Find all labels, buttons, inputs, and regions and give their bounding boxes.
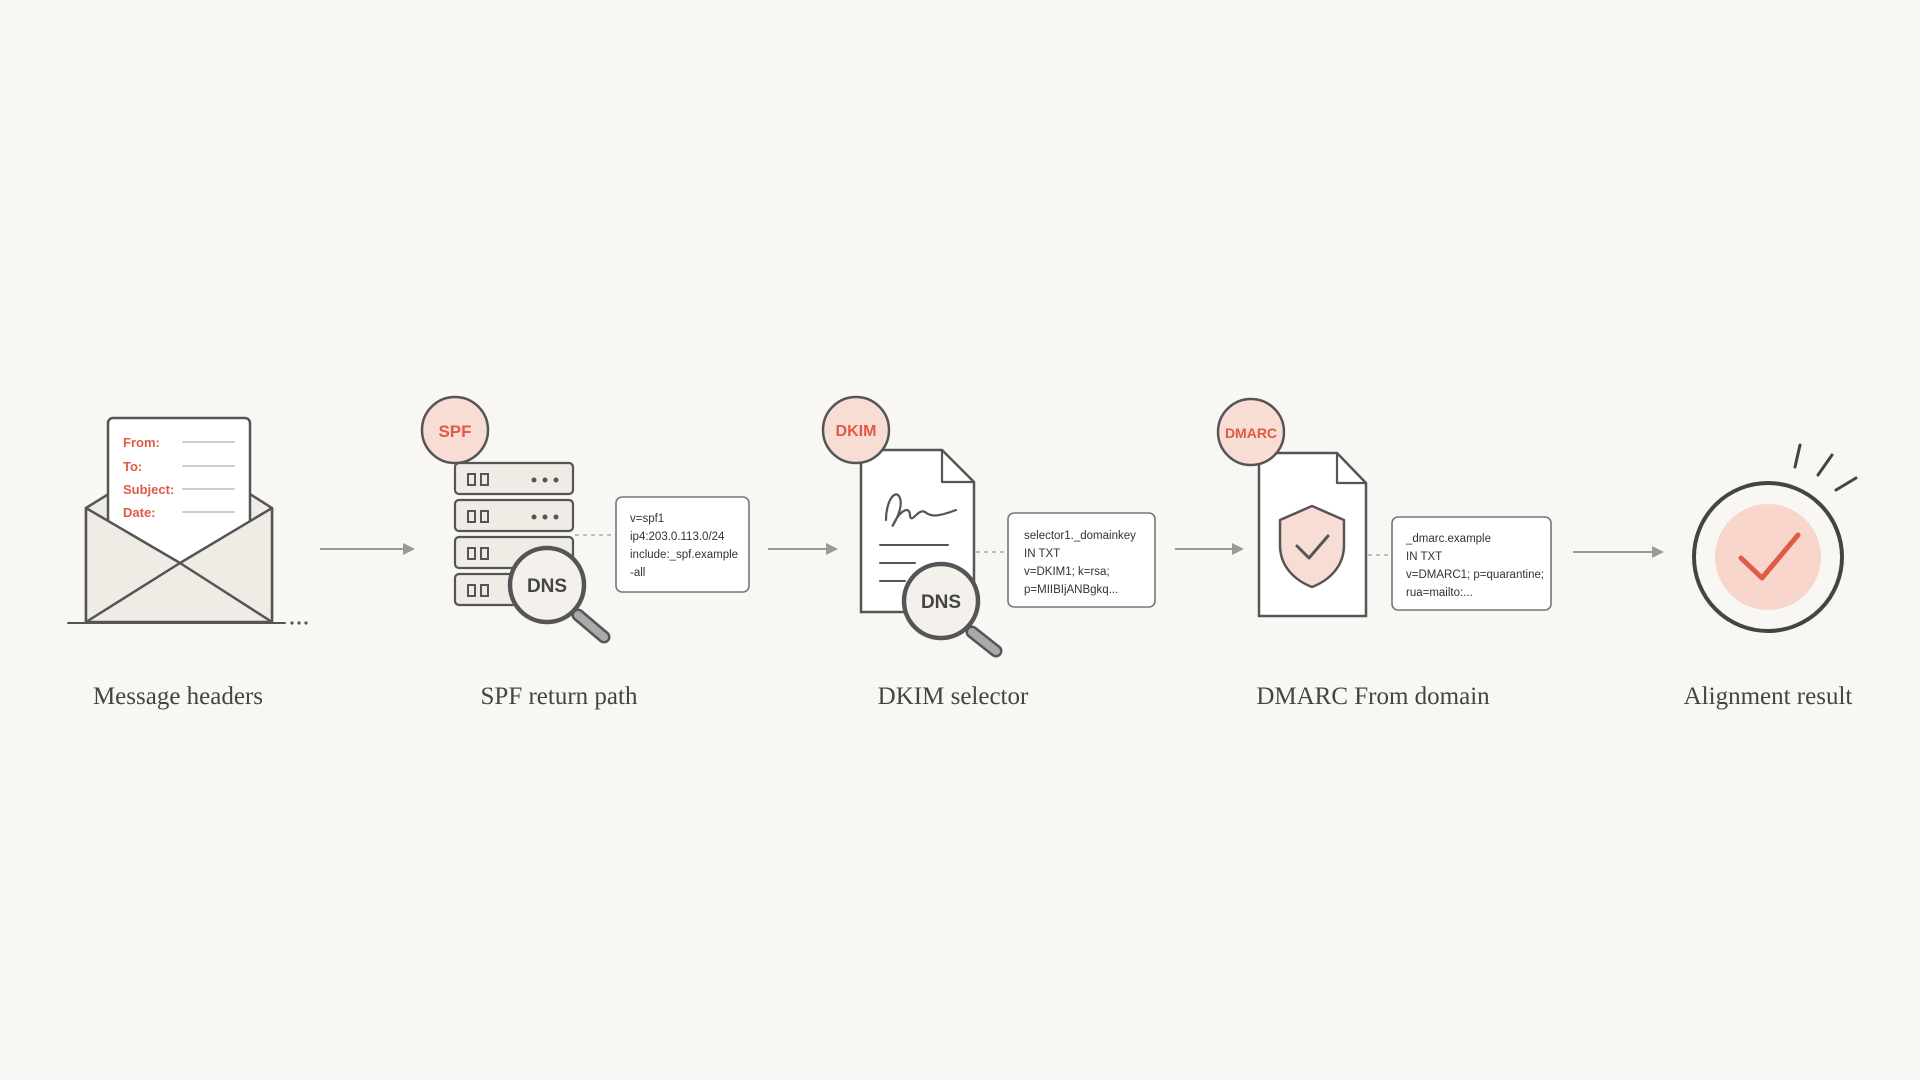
dmarc-record-line-1: _dmarc.example xyxy=(1405,533,1491,545)
stage-label-dmarc: DMARC From domain xyxy=(1256,683,1490,710)
dkim-record-line-2: IN TXT xyxy=(1024,548,1060,560)
header-from: From: xyxy=(123,435,160,450)
spf-record-line-3: include:_spf.example xyxy=(630,549,738,561)
header-to: To: xyxy=(123,459,142,474)
dmarc-record-line-3: v=DMARC1; p=quarantine; xyxy=(1406,569,1544,581)
flow-arrow-4 xyxy=(1573,546,1664,558)
dmarc-badge xyxy=(1216,397,1286,467)
spf-badge-text: SPF xyxy=(438,422,471,441)
dmarc-record-box xyxy=(1391,516,1552,611)
header-date: Date: xyxy=(123,505,156,520)
dkim-record-line-3: v=DKIM1; k=rsa; xyxy=(1024,566,1110,578)
stage-dkim: DKIM DNS selector1._domainkey IN TXT v=D… xyxy=(821,395,1156,710)
checkmark-icon xyxy=(1738,532,1801,581)
dmarc-badge-text: DMARC xyxy=(1225,425,1277,441)
dkim-badge-text: DKIM xyxy=(836,423,877,440)
spf-record-box xyxy=(615,496,750,593)
dkim-record-box xyxy=(1007,512,1156,608)
flow-arrow-1 xyxy=(320,543,415,555)
stage-alignment-result: Alignment result xyxy=(1684,443,1858,710)
spf-record-line-4: -all xyxy=(630,567,645,579)
spf-dns-text: DNS xyxy=(527,576,567,597)
flow-arrow-2 xyxy=(768,543,838,555)
header-subject: Subject: xyxy=(123,482,174,497)
stage-label-spf: SPF return path xyxy=(481,683,638,710)
envelope-icon xyxy=(67,416,308,625)
checkmark-icon xyxy=(1295,534,1330,560)
dmarc-record-line-2: IN TXT xyxy=(1406,551,1442,563)
dkim-record-line-1: selector1._domainkey xyxy=(1024,530,1136,542)
stage-label-message-headers: Message headers xyxy=(93,683,263,710)
stage-label-alignment-result: Alignment result xyxy=(1684,683,1853,710)
flow-arrow-3 xyxy=(1175,543,1244,555)
signature-icon xyxy=(879,493,958,582)
stage-dmarc: DMARC _dmarc.example IN TXT v=DMARC1; p=… xyxy=(1216,397,1552,710)
dkim-badge xyxy=(821,395,891,465)
spf-badge xyxy=(420,395,490,465)
dmarc-record-line-4: rua=mailto:... xyxy=(1406,587,1473,599)
spf-record-line-1: v=spf1 xyxy=(630,513,664,525)
stage-spf: SPF DNS v=spf1 ip4:203.0.113.0/24 includ… xyxy=(420,395,750,710)
dkim-record-line-4: p=MIIBIjANBgkq... xyxy=(1024,584,1118,596)
shield-icon xyxy=(1278,504,1346,589)
result-icon xyxy=(1692,443,1858,633)
dkim-dns-text: DNS xyxy=(921,592,961,613)
stage-label-dkim: DKIM selector xyxy=(878,683,1029,710)
spf-record-line-2: ip4:203.0.113.0/24 xyxy=(630,531,725,543)
magnifier-icon xyxy=(507,545,611,644)
stage-message-headers: From: To: Subject: Date: Message headers xyxy=(67,416,308,710)
magnifier-icon xyxy=(901,561,1003,658)
